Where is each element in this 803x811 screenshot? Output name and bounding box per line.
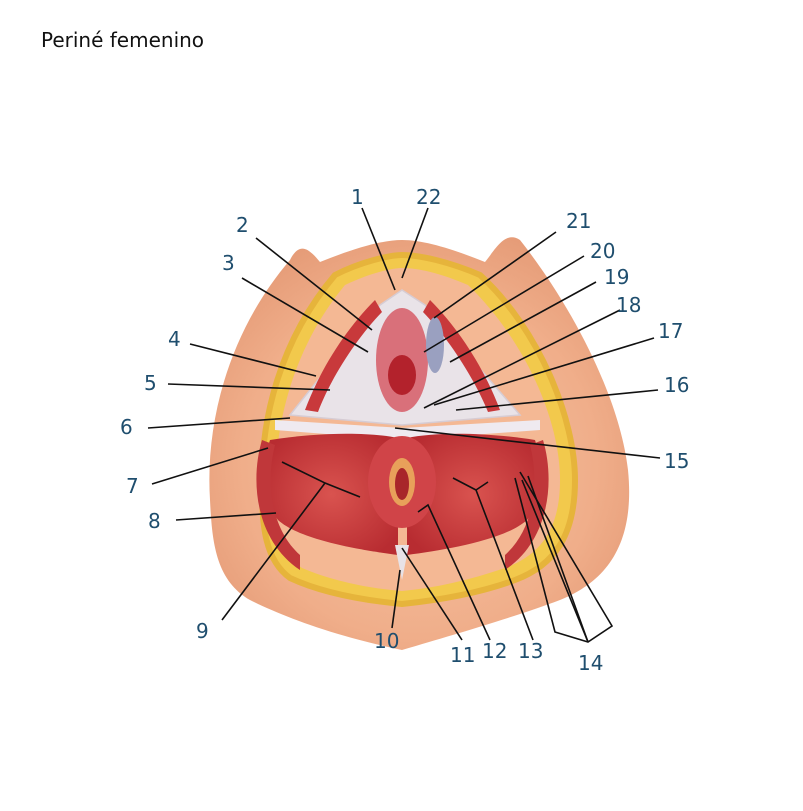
label-10: 10 <box>374 629 399 653</box>
label-2: 2 <box>236 213 249 237</box>
label-8: 8 <box>148 509 161 533</box>
anus-inner <box>395 468 409 500</box>
label-19: 19 <box>604 265 629 289</box>
leader-lines <box>147 207 661 643</box>
label-17: 17 <box>658 319 683 343</box>
label-18: 18 <box>616 293 641 317</box>
label-21: 21 <box>566 209 591 233</box>
label-3: 3 <box>222 251 235 275</box>
label-20: 20 <box>590 239 615 263</box>
label-22: 22 <box>416 185 441 209</box>
label-15: 15 <box>664 449 689 473</box>
page-title: Periné femenino <box>41 28 205 52</box>
label-6: 6 <box>120 415 133 439</box>
label-1: 1 <box>351 185 364 209</box>
label-5: 5 <box>144 371 157 395</box>
label-9: 9 <box>196 619 209 643</box>
label-4: 4 <box>168 327 181 351</box>
label-12: 12 <box>482 639 507 663</box>
label-14: 14 <box>578 651 603 675</box>
levator-ani-left <box>264 433 398 555</box>
gluteus-left <box>256 440 300 570</box>
ischiocavernosus-left <box>305 300 382 412</box>
label-13: 13 <box>518 639 543 663</box>
label-7: 7 <box>126 474 139 498</box>
levator-ani-right <box>407 433 541 555</box>
gluteus-right <box>505 440 549 570</box>
vaginal-opening <box>388 355 416 395</box>
label-16: 16 <box>664 373 689 397</box>
label-11: 11 <box>450 643 475 667</box>
